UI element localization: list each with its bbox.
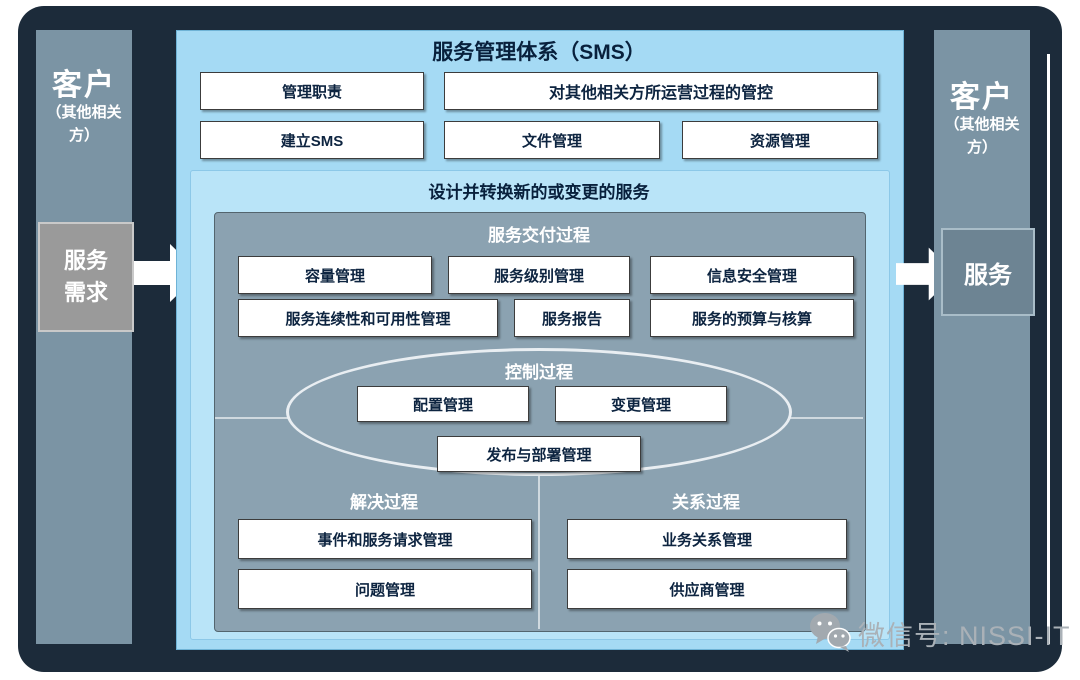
business-relationship-box: 业务关系管理: [567, 519, 847, 559]
service-budgeting-accounting-box: 服务的预算与核算: [650, 299, 854, 337]
change-management-box: 变更管理: [555, 386, 727, 422]
design-transition-title: 设计并转换新的或变更的服务: [428, 183, 650, 202]
service-level-management-box: 服务级别管理: [448, 256, 630, 294]
information-security-management-box: 信息安全管理: [650, 256, 854, 294]
relationship-process-title: 关系过程: [672, 493, 740, 512]
service-box: 服务: [941, 228, 1035, 316]
resource-management-box: 资源管理: [682, 121, 878, 159]
release-deployment-management-box: 发布与部署管理: [437, 436, 641, 472]
customer-right-title: 客户: [950, 81, 1014, 114]
watermark-text: 微信号: NISSI-IT: [858, 621, 1071, 651]
service-demand-box: 服务需求: [38, 222, 134, 332]
other-parties-process-control-box: 对其他相关方所运营过程的管控: [444, 72, 878, 110]
service-delivery-title: 服务交付过程: [488, 226, 590, 245]
sms-title: 服务管理体系（SMS）: [432, 41, 646, 64]
customer-right-subtitle: （其他相关方）: [944, 117, 1020, 157]
supplier-management-box: 供应商管理: [567, 569, 847, 609]
customer-left-title: 客户: [52, 69, 116, 102]
service-demand-label: 服务需求: [63, 248, 108, 305]
service-continuity-availability-box: 服务连续性和可用性管理: [238, 299, 498, 337]
management-responsibility-box: 管理职责: [200, 72, 424, 110]
wechat-icon: [810, 613, 851, 652]
right-edge-line: [1047, 54, 1050, 644]
control-process-title: 控制过程: [505, 363, 573, 382]
document-management-box: 文件管理: [444, 121, 660, 159]
establish-sms-box: 建立SMS: [200, 121, 424, 159]
service-reporting-box: 服务报告: [514, 299, 630, 337]
vertical-divider: [538, 418, 540, 629]
problem-management-box: 问题管理: [238, 569, 532, 609]
customer-left-panel: [36, 30, 132, 644]
resolution-process-title: 解决过程: [350, 493, 418, 512]
customer-left-subtitle: （其他相关方）: [46, 105, 122, 145]
configuration-management-box: 配置管理: [357, 386, 529, 422]
customer-right-panel: [934, 30, 1030, 644]
incident-service-request-box: 事件和服务请求管理: [238, 519, 532, 559]
capacity-management-box: 容量管理: [238, 256, 432, 294]
